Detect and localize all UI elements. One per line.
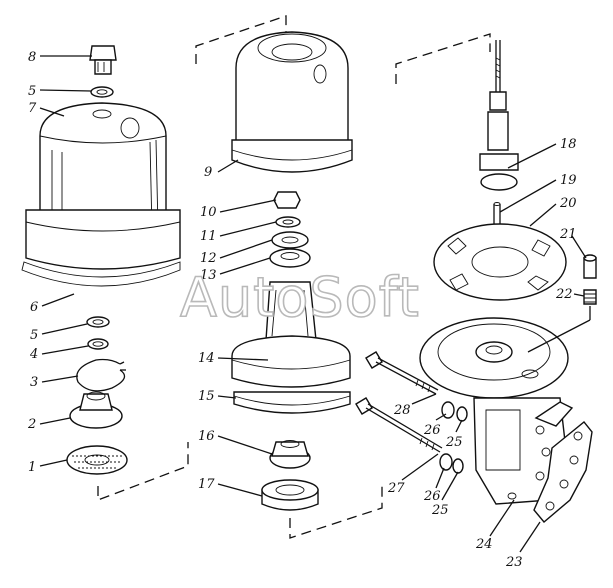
callout-14: 14 bbox=[198, 351, 215, 366]
callout-25-lower: 25 bbox=[431, 503, 449, 518]
callout-2: 2 bbox=[27, 417, 36, 432]
part-15-rotor-ring bbox=[233, 391, 351, 414]
callout-17: 17 bbox=[198, 477, 215, 492]
callout-20: 20 bbox=[559, 196, 577, 211]
callout-6: 6 bbox=[30, 300, 38, 315]
part-5-washer-lower bbox=[86, 316, 110, 328]
callout-23: 23 bbox=[505, 555, 523, 570]
part-21-cap bbox=[583, 254, 597, 279]
part-8-plug bbox=[89, 45, 117, 75]
part-28-long-bolt bbox=[365, 351, 439, 395]
right-dashed-bracket bbox=[395, 33, 491, 84]
callout-16: 16 bbox=[198, 429, 215, 444]
callout-9: 9 bbox=[204, 165, 212, 180]
callout-26-upper: 26 bbox=[423, 423, 441, 438]
part-5-washer-top bbox=[90, 86, 114, 98]
part-23-gasket-plate bbox=[533, 421, 593, 523]
part-18-shaft bbox=[479, 40, 519, 191]
callout-1: 1 bbox=[28, 460, 36, 475]
middle-dashed-bracket-top bbox=[195, 15, 287, 64]
callout-19: 19 bbox=[560, 173, 577, 188]
callout-labels: 8 5 7 6 5 4 3 2 1 9 10 11 12 13 14 15 16… bbox=[27, 50, 577, 570]
callout-27: 27 bbox=[387, 481, 405, 496]
callout-7: 7 bbox=[28, 101, 37, 116]
part-12-bearing-ring bbox=[271, 231, 309, 249]
callout-11: 11 bbox=[200, 229, 217, 244]
part-1-gasket bbox=[66, 445, 128, 475]
part-25-nut-upper bbox=[456, 406, 468, 422]
part-2-nut-with-flange bbox=[69, 391, 123, 429]
part-10-nut bbox=[273, 191, 301, 209]
part-27-bolt bbox=[355, 397, 443, 453]
part-16-nut bbox=[269, 440, 311, 469]
part-14-rotor-body bbox=[231, 281, 351, 388]
part-3-snap-ring bbox=[76, 358, 126, 392]
part-13-bearing bbox=[269, 248, 311, 268]
leader-lines bbox=[39, 55, 591, 553]
part-22-spring bbox=[583, 289, 597, 305]
callout-26-lower: 26 bbox=[423, 489, 441, 504]
callout-8: 8 bbox=[28, 50, 36, 65]
callout-5-lower: 5 bbox=[30, 328, 38, 343]
part-11-washer bbox=[275, 216, 301, 228]
callout-22: 22 bbox=[555, 287, 573, 302]
part-20-slotted-disc bbox=[433, 223, 567, 301]
part-4-washer bbox=[87, 338, 109, 350]
part-6-flange-seal bbox=[21, 209, 181, 287]
part-26-washer-lower bbox=[439, 453, 453, 471]
part-25-nut-lower bbox=[452, 458, 464, 474]
callout-13: 13 bbox=[200, 268, 217, 283]
callout-21: 21 bbox=[559, 227, 577, 242]
callout-4: 4 bbox=[29, 347, 38, 362]
watermark-text: AutoSoft bbox=[180, 266, 420, 329]
callout-24: 24 bbox=[475, 537, 493, 552]
callout-3: 3 bbox=[30, 375, 38, 390]
callout-12: 12 bbox=[200, 251, 217, 266]
part-17-bushing bbox=[261, 479, 319, 511]
middle-dashed-bracket-bottom bbox=[289, 486, 383, 539]
callout-25-upper: 25 bbox=[445, 435, 463, 450]
left-dashed-bracket bbox=[97, 442, 189, 501]
callout-15: 15 bbox=[198, 389, 215, 404]
part-9-rotor-cap bbox=[231, 31, 353, 173]
callout-10: 10 bbox=[200, 205, 217, 220]
callout-5-top: 5 bbox=[28, 84, 36, 99]
callout-18: 18 bbox=[560, 137, 577, 152]
callout-28: 28 bbox=[393, 403, 411, 418]
part-24-base-body bbox=[419, 317, 574, 505]
